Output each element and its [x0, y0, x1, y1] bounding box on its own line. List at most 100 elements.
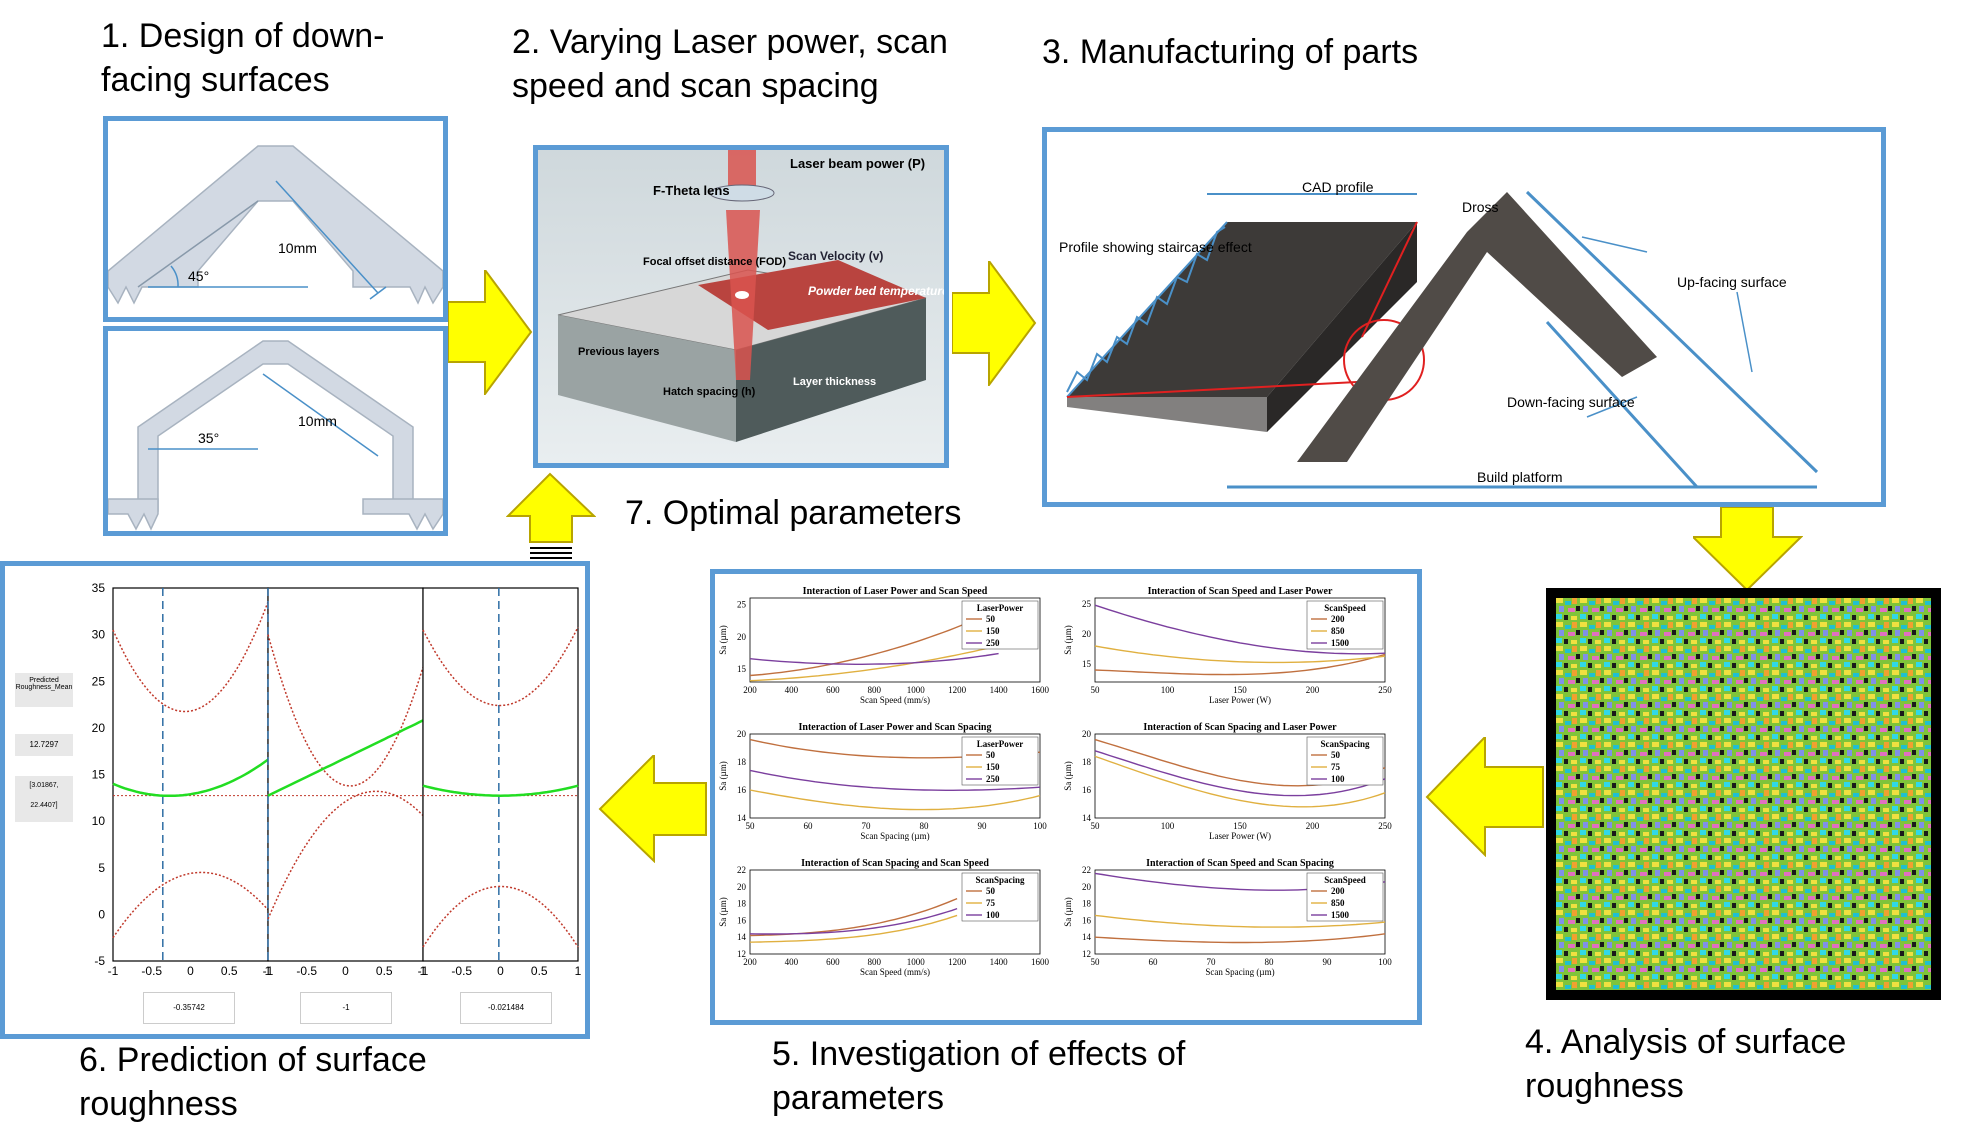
- x-tick-label: 70: [1207, 957, 1217, 967]
- prediction-y-tick: 30: [92, 628, 106, 642]
- y-tick-label: 25: [737, 599, 747, 609]
- series-line: [749, 645, 999, 682]
- panel-frame: [422, 587, 579, 962]
- x-tick-label: 50: [746, 821, 756, 831]
- prediction-y-tick: 0: [98, 907, 105, 921]
- x-tick-label: 50: [1091, 821, 1101, 831]
- x-tick-label: 800: [868, 957, 882, 967]
- series-line: [749, 652, 999, 666]
- series-line: [749, 907, 958, 935]
- prediction-label: Predicted Roughness_Mean: [15, 673, 73, 707]
- series-line: [1094, 653, 1386, 676]
- y-tick-label: 18: [737, 899, 747, 909]
- y-tick-label: 25: [1082, 599, 1092, 609]
- prediction-x-tick: -1: [263, 964, 274, 978]
- step-5-label: 5. Investigation of effects of parameter…: [772, 1035, 1186, 1117]
- y-tick-label: 20: [737, 729, 747, 739]
- x-tick-label: 1000: [907, 957, 926, 967]
- x-tick-label: 400: [785, 685, 799, 695]
- y-tick-label: 20: [1082, 729, 1092, 739]
- x-tick-label: 200: [743, 685, 757, 695]
- series-line: [1094, 933, 1386, 944]
- lens-label: F-Theta lens: [653, 183, 730, 198]
- y-tick-label: 20: [1082, 882, 1092, 892]
- prediction-value: 12.7297: [15, 734, 73, 756]
- legend-entry: 100: [986, 910, 1000, 920]
- x-tick-label: 50: [1091, 685, 1101, 695]
- y-axis-label: Sa (µm): [1063, 625, 1073, 654]
- x-axis-label: Scan Speed (mm/s): [860, 967, 930, 977]
- series-line: [749, 608, 999, 677]
- prediction-x-tick: 1: [575, 964, 582, 978]
- prediction-y-tick: 15: [92, 768, 106, 782]
- step-2-label: 2. Varying Laser power, scan speed and s…: [512, 23, 948, 105]
- cad-label: CAD profile: [1302, 179, 1374, 195]
- legend-box: [961, 736, 1039, 786]
- arrow-right-2: [952, 261, 1037, 386]
- x-tick-label: 200: [1306, 821, 1320, 831]
- legend-title: LaserPower: [977, 603, 1023, 613]
- predicted-mean-curve: [422, 784, 579, 797]
- y-axis-label: Sa (µm): [718, 625, 728, 654]
- prediction-y-tick: 20: [92, 721, 106, 735]
- up-facing-label: Up-facing surface: [1677, 274, 1787, 290]
- roughness-map: [1556, 598, 1931, 990]
- y-tick-label: 14: [737, 932, 747, 942]
- legend-box: [961, 872, 1039, 922]
- x-tick-label: 200: [1306, 685, 1320, 695]
- legend-title: ScanSpacing: [975, 875, 1025, 885]
- x-axis-label: Scan Spacing (µm): [860, 831, 929, 841]
- x-axis-label: Laser Power (W): [1209, 695, 1271, 705]
- x-tick-label: 70: [862, 821, 872, 831]
- legend-entry: 200: [1331, 886, 1345, 896]
- step-6-label: 6. Prediction of surface roughness: [79, 1041, 427, 1123]
- legend-entry: 75: [986, 898, 996, 908]
- y-tick-label: 14: [737, 813, 747, 823]
- legend-box: [1306, 872, 1384, 922]
- x-tick-label: 600: [826, 685, 840, 695]
- x-tick-label: 90: [978, 821, 988, 831]
- factor-input-3[interactable]: -0.021484: [460, 992, 552, 1024]
- design-45-drawing: 45° 10mm: [108, 145, 443, 305]
- x-axis-label: Scan Speed (mm/s): [860, 695, 930, 705]
- step-3-label: 3. Manufacturing of parts: [1042, 33, 1419, 71]
- arrow-up-7: [506, 472, 596, 559]
- process-drawing: Laser beam power (P) F-Theta lens Focal …: [538, 150, 944, 463]
- x-tick-label: 50: [1091, 957, 1101, 967]
- prediction-x-tick: -0.5: [451, 964, 472, 978]
- factor-input-1[interactable]: -0.35742: [143, 992, 235, 1024]
- prediction-y-tick: 35: [92, 581, 106, 595]
- legend-entry: 850: [1331, 898, 1345, 908]
- legend-entry: 250: [986, 774, 1000, 784]
- interaction-charts: Interaction of Laser Power and Scan Spee…: [718, 586, 1392, 977]
- prediction-x-tick: 0.5: [531, 964, 548, 978]
- interaction-chart: Interaction of Scan Spacing and Laser Po…: [1063, 722, 1392, 841]
- arrow-left-4: [1425, 737, 1544, 857]
- y-tick-label: 16: [1082, 915, 1092, 925]
- factor-input-2[interactable]: -1: [300, 992, 392, 1024]
- y-tick-label: 22: [737, 865, 746, 875]
- panel-frame: [267, 587, 424, 962]
- y-tick-label: 14: [1082, 813, 1092, 823]
- prediction-x-tick: 0: [187, 964, 194, 978]
- y-tick-label: 12: [737, 949, 746, 959]
- x-tick-label: 60: [804, 821, 814, 831]
- series-line: [749, 789, 1041, 811]
- y-tick-label: 18: [1082, 899, 1092, 909]
- step-7-label: 7. Optimal parameters: [625, 494, 962, 532]
- legend-box: [1306, 600, 1384, 650]
- legend-entry: 75: [1331, 762, 1341, 772]
- powder-label: Powder bed temperature: [808, 284, 944, 298]
- prediction-x-tick: 0: [342, 964, 349, 978]
- angle-35-label: 35°: [198, 430, 219, 446]
- panel-frame: [112, 587, 269, 962]
- arrow-down-3: [1693, 507, 1803, 592]
- dross-label: Dross: [1462, 199, 1499, 215]
- y-axis-label: Sa (µm): [1063, 897, 1073, 926]
- x-tick-label: 90: [1323, 957, 1333, 967]
- legend-entry: 850: [1331, 626, 1345, 636]
- predicted-mean-curve: [267, 719, 424, 797]
- x-tick-label: 150: [1233, 821, 1247, 831]
- legend-entry: 50: [986, 886, 996, 896]
